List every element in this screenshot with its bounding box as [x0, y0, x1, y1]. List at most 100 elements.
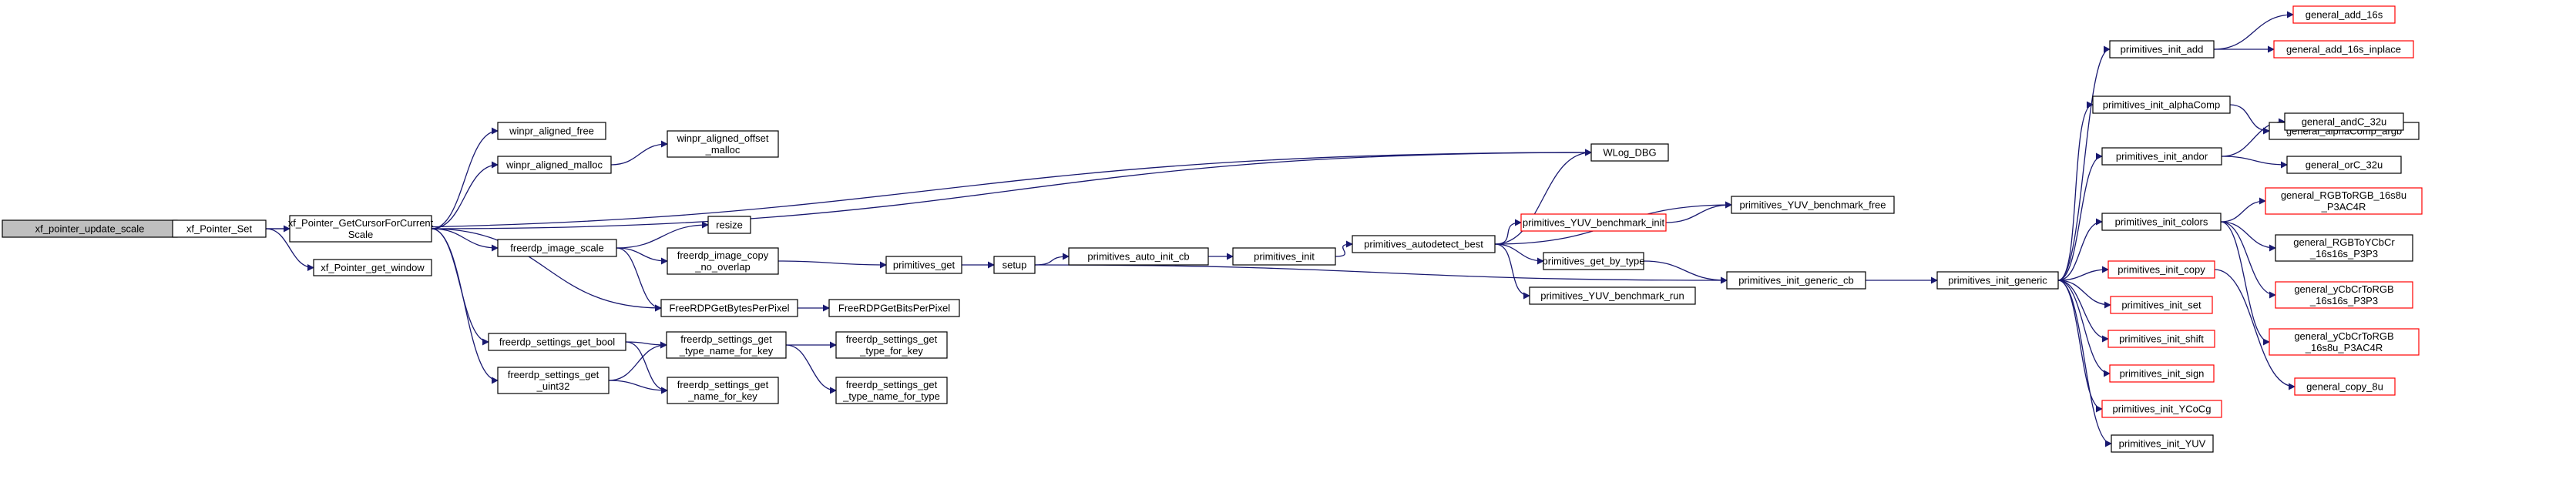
node-box[interactable]: [2101, 147, 2222, 166]
graph-node[interactable]: primitives_init_sign: [2109, 364, 2215, 383]
node-box[interactable]: [2269, 328, 2420, 356]
node-box[interactable]: [497, 156, 612, 174]
node-box[interactable]: [2109, 364, 2215, 383]
graph-node[interactable]: primitives_YUV_benchmark_free: [1731, 196, 1895, 214]
graph-node[interactable]: primitives_init_shift: [2107, 330, 2215, 348]
graph-node[interactable]: primitives_get: [885, 256, 962, 274]
graph-node[interactable]: primitives_init_YCoCg: [2101, 400, 2222, 418]
node-box[interactable]: [2110, 296, 2213, 314]
graph-node[interactable]: general_orC_32u: [2286, 156, 2402, 174]
node-box[interactable]: [667, 377, 779, 404]
node-box[interactable]: [497, 122, 606, 140]
node-box[interactable]: [707, 216, 751, 234]
graph-node[interactable]: primitives_init_andor: [2101, 147, 2222, 166]
node-box[interactable]: [2111, 434, 2214, 453]
node-box[interactable]: [666, 331, 787, 359]
node-box[interactable]: [488, 333, 626, 351]
node-box[interactable]: [1936, 271, 2059, 290]
graph-node[interactable]: general_RGBToRGB_16s8u_P3AC4R: [2265, 187, 2423, 215]
graph-edge: [785, 344, 837, 394]
node-box[interactable]: [2092, 95, 2231, 114]
graph-node[interactable]: primitives_init_generic_cb: [1726, 271, 1866, 290]
node-box[interactable]: [497, 239, 617, 257]
node-box[interactable]: [885, 256, 962, 274]
node-box[interactable]: [1520, 213, 1667, 232]
graph-node[interactable]: FreeRDPGetBitsPerPixel: [828, 299, 960, 317]
graph-node[interactable]: primitives_init_alphaComp: [2092, 95, 2231, 114]
graph-node[interactable]: primitives_init_set: [2110, 296, 2213, 314]
graph-node[interactable]: primitives_init_colors: [2101, 213, 2222, 231]
graph-node[interactable]: general_yCbCrToRGB_16s8u_P3AC4R: [2269, 328, 2420, 356]
node-label: general_RGBToRGB_16s8u: [2281, 189, 2406, 201]
node-box[interactable]: [667, 247, 779, 275]
node-box[interactable]: [1543, 252, 1644, 270]
graph-node[interactable]: primitives_init_generic: [1936, 271, 2059, 290]
node-box[interactable]: [2265, 187, 2423, 215]
graph-node[interactable]: setup: [993, 256, 1036, 274]
node-box[interactable]: [1529, 286, 1696, 305]
graph-node[interactable]: primitives_autodetect_best: [1352, 235, 1496, 253]
node-box[interactable]: [828, 299, 960, 317]
node-box[interactable]: [667, 130, 779, 158]
graph-node[interactable]: freerdp_settings_get_bool: [488, 333, 626, 351]
graph-node[interactable]: freerdp_settings_get_uint32: [497, 367, 610, 394]
graph-node[interactable]: general_yCbCrToRGB_16s16s_P3P3: [2275, 281, 2413, 309]
node-box[interactable]: [2294, 377, 2396, 396]
graph-node[interactable]: winpr_aligned_offset_malloc: [667, 130, 779, 158]
node-box[interactable]: [660, 299, 798, 317]
graph-node[interactable]: primitives_init_copy: [2107, 260, 2215, 279]
graph-node[interactable]: xf_Pointer_get_window: [313, 259, 432, 276]
node-box[interactable]: [172, 219, 267, 238]
node-box[interactable]: [1590, 143, 1669, 162]
node-box[interactable]: [2292, 5, 2396, 24]
node-box[interactable]: [1068, 247, 1209, 266]
node-box[interactable]: [1232, 247, 1336, 266]
graph-node[interactable]: primitives_init_add: [2109, 40, 2215, 59]
graph-node[interactable]: primitives_auto_init_cb: [1068, 247, 1209, 266]
graph-node[interactable]: general_andC_32u: [2284, 112, 2404, 131]
graph-node[interactable]: freerdp_settings_get_name_for_key: [667, 377, 779, 404]
graph-node[interactable]: freerdp_settings_get_type_for_key: [835, 331, 948, 359]
node-box[interactable]: [1731, 196, 1895, 214]
graph-node[interactable]: WLog_DBG: [1590, 143, 1669, 162]
node-box[interactable]: [835, 331, 948, 359]
graph-node[interactable]: primitives_YUV_benchmark_init: [1520, 213, 1667, 232]
graph-node[interactable]: general_RGBToYCbCr_16s16s_P3P3: [2275, 234, 2413, 262]
graph-node[interactable]: freerdp_settings_get_type_name_for_key: [666, 331, 787, 359]
graph-node[interactable]: primitives_get_by_type: [1543, 252, 1645, 270]
graph-node[interactable]: freerdp_image_scale: [497, 239, 617, 257]
node-box[interactable]: [2275, 281, 2413, 309]
node-box[interactable]: [2101, 400, 2222, 418]
graph-node[interactable]: general_copy_8u: [2294, 377, 2396, 396]
graph-node[interactable]: winpr_aligned_free: [497, 122, 606, 140]
node-box[interactable]: [993, 256, 1036, 274]
node-box[interactable]: [289, 215, 432, 243]
node-box[interactable]: [2107, 260, 2215, 279]
graph-node[interactable]: freerdp_settings_get_type_name_for_type: [835, 377, 948, 404]
node-box[interactable]: [835, 377, 948, 404]
graph-node[interactable]: primitives_YUV_benchmark_run: [1529, 286, 1696, 305]
graph-node[interactable]: general_add_16s_inplace: [2273, 40, 2414, 59]
node-box[interactable]: [313, 259, 432, 276]
graph-edge: [2220, 221, 2270, 346]
graph-node[interactable]: winpr_aligned_malloc: [497, 156, 612, 174]
node-box[interactable]: [497, 367, 610, 394]
node-box[interactable]: [2101, 213, 2222, 231]
node-box[interactable]: [2273, 40, 2414, 59]
graph-node[interactable]: resize: [707, 216, 751, 234]
graph-node[interactable]: xf_pointer_update_scale: [2, 219, 178, 238]
node-box[interactable]: [2286, 156, 2402, 174]
graph-node[interactable]: xf_Pointer_Set: [172, 219, 267, 238]
graph-node[interactable]: general_add_16s: [2292, 5, 2396, 24]
graph-node[interactable]: primitives_init_YUV: [2111, 434, 2214, 453]
node-box[interactable]: [2109, 40, 2215, 59]
node-box[interactable]: [2107, 330, 2215, 348]
graph-node[interactable]: FreeRDPGetBytesPerPixel: [660, 299, 798, 317]
graph-node[interactable]: primitives_init: [1232, 247, 1336, 266]
node-box[interactable]: [2275, 234, 2413, 262]
node-box[interactable]: [2284, 112, 2404, 131]
node-box[interactable]: [1726, 271, 1866, 290]
node-box[interactable]: [1352, 235, 1496, 253]
graph-node[interactable]: freerdp_image_copy_no_overlap: [667, 247, 779, 275]
